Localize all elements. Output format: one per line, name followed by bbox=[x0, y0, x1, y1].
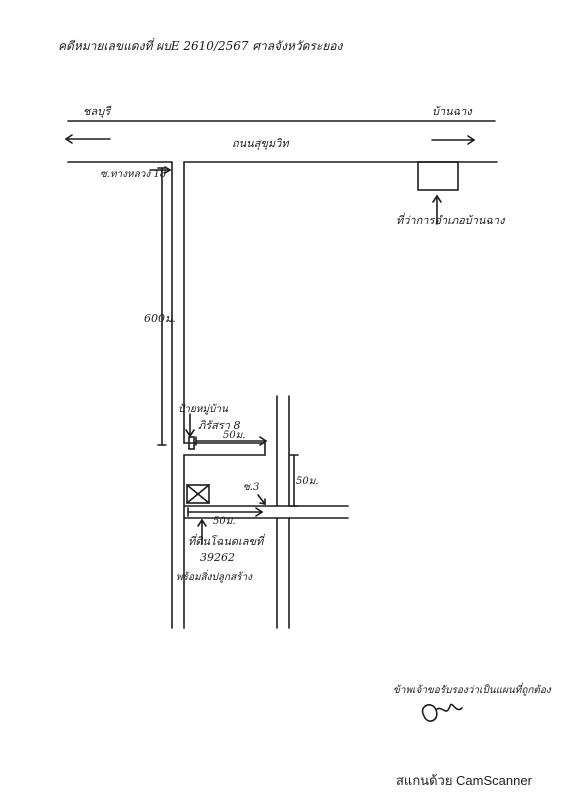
to-sign-label: 50ม. bbox=[223, 430, 246, 441]
village-sign-arrow-icon bbox=[185, 413, 195, 438]
direction-right-label: บ้านฉาง bbox=[432, 105, 473, 118]
village-sign-label: ป้ายหมู่บ้าน bbox=[178, 403, 229, 415]
district-office-label: ที่ว่าการอำเภอบ้านฉาง bbox=[396, 212, 506, 227]
property-number: 39262 bbox=[200, 551, 235, 564]
soi-length-label: 600ม. bbox=[144, 312, 176, 325]
scanner-watermark: สแกนด้วย CamScanner bbox=[396, 773, 533, 788]
to-property-dimension bbox=[187, 507, 264, 517]
soi-road bbox=[171, 161, 185, 629]
side-road bbox=[183, 442, 266, 456]
soi-length-dimension bbox=[157, 167, 167, 446]
property-marker-icon bbox=[186, 484, 210, 504]
soi-label: ซ.ทางหลวง 18 bbox=[100, 169, 166, 180]
property-arrow-icon bbox=[197, 518, 207, 545]
case-title: คดีหมายเลขแดงที่ ผบE 2610/2567 ศาลจังหวั… bbox=[58, 37, 344, 53]
property-note: พร้อมสิ่งปลูกสร้าง bbox=[176, 569, 253, 583]
side-road-label: 50ม. bbox=[296, 476, 319, 487]
district-office-arrow-icon bbox=[432, 194, 442, 225]
direction-left-label: ชลบุรี bbox=[83, 105, 112, 118]
sub-soi-label: ซ.3 bbox=[243, 482, 259, 493]
certification-text: ข้าพเจ้าขอรับรองว่าเป็นแผนที่ถูกต้อง bbox=[393, 682, 552, 696]
signature-icon bbox=[421, 703, 463, 722]
direction-right-arrow-icon bbox=[431, 135, 476, 145]
direction-left-arrow-icon bbox=[64, 134, 111, 144]
sub-soi-road bbox=[276, 395, 290, 629]
village-sign-name: ภิรัสรา 8 bbox=[198, 419, 240, 432]
main-road-label: ถนนสุขุมวิท bbox=[232, 137, 289, 150]
to-property-label: 50ม. bbox=[213, 516, 236, 527]
cross-road bbox=[183, 505, 349, 519]
property-label: ที่ดินโฉนดเลขที่ bbox=[188, 533, 265, 548]
sub-soi-arrow-icon bbox=[257, 494, 266, 505]
district-office-building bbox=[417, 161, 459, 191]
